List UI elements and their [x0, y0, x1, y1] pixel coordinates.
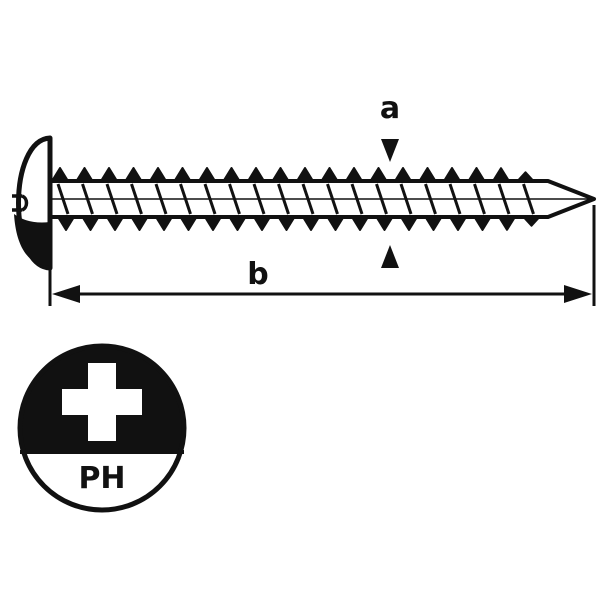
thread-flank — [130, 183, 143, 215]
thread-crest-top — [443, 167, 461, 182]
thread-flank — [424, 183, 437, 215]
thread-crest-top — [75, 167, 94, 182]
thread-crest-bottom — [498, 216, 516, 231]
thread-crest-bottom — [57, 216, 75, 231]
dimension-b-arrow-left-icon — [52, 285, 80, 303]
thread-crest-top — [296, 167, 314, 182]
drive-badge: PH — [17, 343, 187, 513]
thread-crest-top — [394, 167, 412, 182]
thread-crest-top — [345, 167, 363, 182]
pan-head-shadow — [14, 214, 50, 266]
thread-crest-top — [418, 167, 437, 182]
thread-crest-bottom — [302, 216, 320, 231]
thread-crest-bottom — [326, 216, 345, 231]
thread-flank — [179, 183, 192, 215]
thread-crest-bottom — [424, 216, 443, 231]
dimension-b-arrow-right-icon — [564, 285, 592, 303]
thread-crest-top — [467, 167, 486, 182]
thread-flank — [375, 183, 388, 215]
thread-crest-bottom — [375, 216, 394, 231]
dimension-b-label: b — [247, 257, 268, 292]
thread-flank — [473, 183, 486, 215]
thread-crest-top — [369, 167, 388, 182]
thread-crest-bottom — [179, 216, 198, 231]
thread-crest-bottom — [106, 216, 124, 231]
threads — [51, 167, 541, 231]
phillips-cross-icon — [62, 363, 142, 441]
thread-flank — [81, 183, 94, 215]
thread-crest-bottom — [522, 216, 541, 227]
thread-crest-bottom — [130, 216, 149, 231]
thread-crest-top — [247, 167, 265, 182]
dimension-a-label: a — [380, 91, 400, 126]
thread-flank — [522, 183, 535, 215]
dimension-b: b — [48, 205, 596, 306]
thread-flank — [105, 183, 119, 215]
thread-crest-bottom — [351, 216, 369, 231]
thread-crest-top — [492, 167, 510, 182]
head-recess — [12, 194, 29, 212]
thread-flank — [154, 183, 168, 215]
drive-badge-outline — [17, 343, 187, 513]
dimension-a-arrow-top-icon — [381, 139, 399, 162]
thread-flank — [228, 183, 241, 215]
thread-crest-top — [149, 167, 167, 182]
thread-flank — [326, 183, 339, 215]
thread-flank — [277, 183, 290, 215]
thread-crest-top — [198, 167, 216, 182]
thread-crest-top — [516, 171, 535, 182]
thread-flank — [252, 183, 266, 215]
thread-crest-top — [271, 167, 290, 182]
thread-flank — [350, 183, 364, 215]
thread-flank — [203, 183, 217, 215]
thread-flank — [399, 183, 413, 215]
thread-crest-top — [124, 167, 143, 182]
screw-drawing — [12, 135, 596, 271]
thread-flank — [301, 183, 315, 215]
thread-crest-top — [320, 167, 339, 182]
thread-crest-bottom — [253, 216, 271, 231]
thread-crest-bottom — [228, 216, 247, 231]
thread-crest-bottom — [400, 216, 418, 231]
dimension-a: a — [380, 91, 400, 268]
thread-crest-bottom — [473, 216, 492, 231]
thread-crest-bottom — [449, 216, 467, 231]
thread-crest-top — [100, 167, 118, 182]
thread-crest-bottom — [81, 216, 100, 231]
drive-type-label: PH — [78, 461, 125, 496]
thread-crest-top — [173, 167, 192, 182]
thread-crest-top — [51, 167, 69, 182]
thread-crest-top — [222, 167, 241, 182]
thread-crest-bottom — [277, 216, 296, 231]
thread-flank — [497, 183, 511, 215]
thread-crest-bottom — [155, 216, 173, 231]
thread-flank — [56, 183, 70, 215]
dimension-a-arrow-bottom-icon — [381, 245, 399, 268]
thread-crest-bottom — [204, 216, 222, 231]
thread-flank — [448, 183, 462, 215]
